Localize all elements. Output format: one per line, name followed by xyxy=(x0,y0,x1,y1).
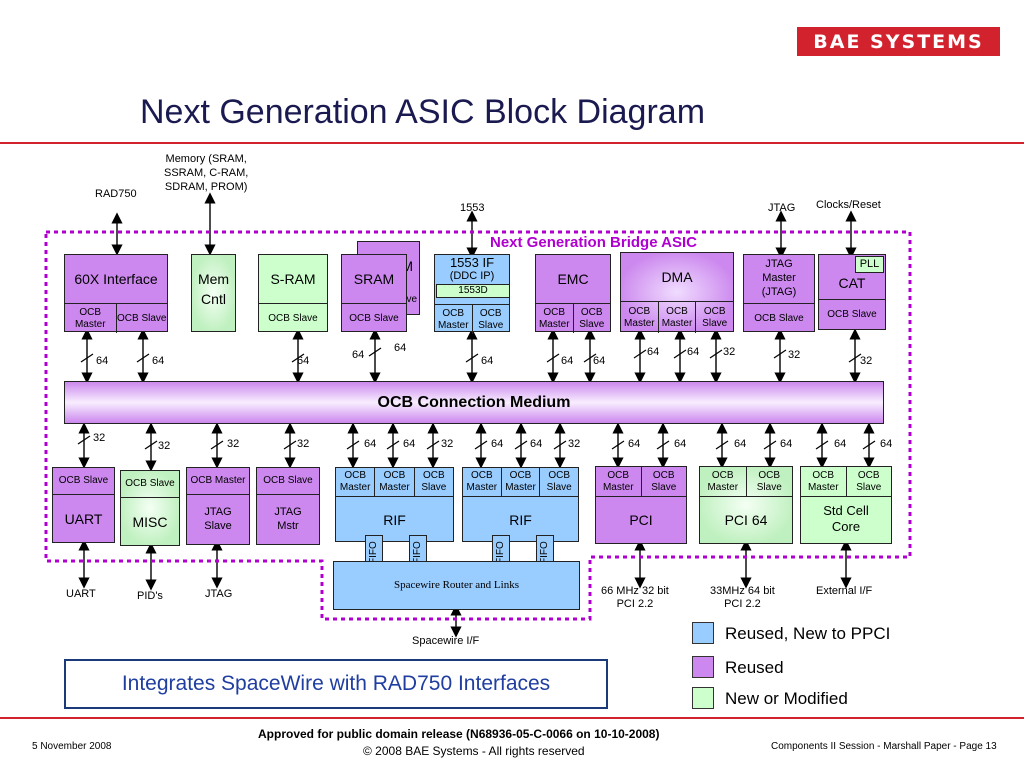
legend-swatch-purple xyxy=(692,656,714,678)
bus-width-label: 32 xyxy=(227,438,240,450)
bus-width-label: 64 xyxy=(780,438,793,450)
block-spacewire-router: Spacewire Router and Links xyxy=(333,561,580,610)
block-1553-if: 1553 IF (DDC IP) 1553D OCB Master OCB Sl… xyxy=(434,254,510,334)
block-jtag-master: JTAG Master (JTAG) OCB Slave xyxy=(743,254,815,332)
bus-width-label: 64 xyxy=(734,438,747,450)
block-sram: SRAM OCB Slave xyxy=(341,254,407,332)
bus-width-label: 64 xyxy=(364,438,377,450)
ext-memory-label: Memory (SRAM, SSRAM, C-RAM, SDRAM, PROM) xyxy=(164,153,249,193)
block-emc: EMC OCB Master OCB Slave xyxy=(535,254,611,333)
asic-boundary xyxy=(44,230,912,621)
bus-width-label: 64 xyxy=(530,438,543,450)
bus-width-label: 32 xyxy=(441,438,454,450)
footer-date: 5 November 2008 xyxy=(32,741,112,752)
legend-swatch-blue xyxy=(692,622,714,644)
ext-rad750-label: RAD750 xyxy=(95,188,137,200)
legend-label: New or Modified xyxy=(725,689,848,708)
bus-width-label: 64 xyxy=(297,355,310,367)
block-pll: PLL xyxy=(855,256,884,273)
block-jtag-slave: OCB Master JTAG Slave xyxy=(186,467,250,545)
block-jtag-mstr: OCB Slave JTAG Mstr xyxy=(256,467,320,545)
block-pci-64: OCB Master OCB Slave PCI 64 xyxy=(699,466,793,544)
bus-width-label: 32 xyxy=(723,346,736,358)
callout-box: Integrates SpaceWire with RAD750 Interfa… xyxy=(64,659,608,709)
ext-uart-label: UART xyxy=(66,588,96,600)
bus-width-label: 64 xyxy=(96,355,109,367)
bus-width-label: 32 xyxy=(860,355,873,367)
ext-spacewire-label: Spacewire I/F xyxy=(412,635,480,647)
ext-pids-label: PID's xyxy=(137,590,163,602)
block-rif-right: OCB Master OCB Master OCB Slave RIF xyxy=(462,467,579,542)
ext-jtag-label: JTAG xyxy=(768,202,796,214)
ocb-connection-medium: OCB Connection Medium xyxy=(64,381,884,424)
block-dma: DMA OCB Master OCB Master OCB Slave xyxy=(620,252,734,333)
bus-width-label: 64 xyxy=(352,349,365,361)
ext-1553-label: 1553 xyxy=(460,202,485,214)
bus-width-label: 64 xyxy=(628,438,641,450)
ext-external-label: External I/F xyxy=(816,585,873,597)
block-misc: OCB Slave MISC xyxy=(120,470,180,546)
block-std-cell-core: OCB Master OCB Slave Std Cell Core xyxy=(800,466,892,544)
block-s-ram: S-RAM OCB Slave xyxy=(258,254,328,332)
header-rule xyxy=(0,142,1024,144)
bus-width-label: 64 xyxy=(481,355,494,367)
block-cat: PLL CAT OCB Slave xyxy=(818,254,886,330)
bae-systems-logo: BAE SYSTEMS xyxy=(797,27,1000,56)
footer-rule xyxy=(0,717,1024,719)
bus-width-label: 64 xyxy=(834,438,847,450)
ext-jtag-label: JTAG xyxy=(205,588,233,600)
bus-width-label: 64 xyxy=(152,355,165,367)
bus-width-label: 32 xyxy=(158,440,171,452)
ext-pci66-label: 66 MHz 32 bit PCI 2.2 xyxy=(601,585,669,610)
block-uart: OCB Slave UART xyxy=(52,467,115,543)
bus-width-label: 32 xyxy=(568,438,581,450)
footer-copyright: © 2008 BAE Systems - All rights reserved xyxy=(363,744,585,758)
bus-width-label: 64 xyxy=(593,355,606,367)
block-60x-interface: 60X Interface OCB Master OCB Slave xyxy=(64,254,168,333)
bus-width-label: 64 xyxy=(491,438,504,450)
bus-width-label: 64 xyxy=(687,346,700,358)
block-rif-left: OCB Master OCB Master OCB Slave RIF xyxy=(335,467,454,542)
ext-pci33-label: 33MHz 64 bit PCI 2.2 xyxy=(710,585,775,610)
block-pci: OCB Master OCB Slave PCI xyxy=(595,466,687,544)
footer-page: Components II Session - Marshall Paper -… xyxy=(771,741,997,752)
bus-width-label: 64 xyxy=(674,438,687,450)
bus-arrows xyxy=(78,192,875,638)
page-title: Next Generation ASIC Block Diagram xyxy=(140,93,706,131)
bus-width-label: 64 xyxy=(394,342,407,354)
bus-width-label: 32 xyxy=(297,438,310,450)
legend-label: Reused xyxy=(725,658,784,677)
bus-width-label: 64 xyxy=(561,355,574,367)
bus-width-label: 64 xyxy=(647,346,660,358)
legend-label: Reused, New to PPCI xyxy=(725,624,891,643)
bus-width-slashes xyxy=(77,347,876,450)
footer-approval: Approved for public domain release (N689… xyxy=(258,727,660,741)
asic-title: Next Generation Bridge ASIC xyxy=(490,234,697,251)
ext-clocks-label: Clocks/Reset xyxy=(816,199,881,211)
bus-width-label: 64 xyxy=(403,438,416,450)
legend-swatch-green xyxy=(692,687,714,709)
bus-width-label: 64 xyxy=(880,438,893,450)
bus-width-label: 32 xyxy=(93,432,106,444)
bus-width-label: 32 xyxy=(788,349,801,361)
